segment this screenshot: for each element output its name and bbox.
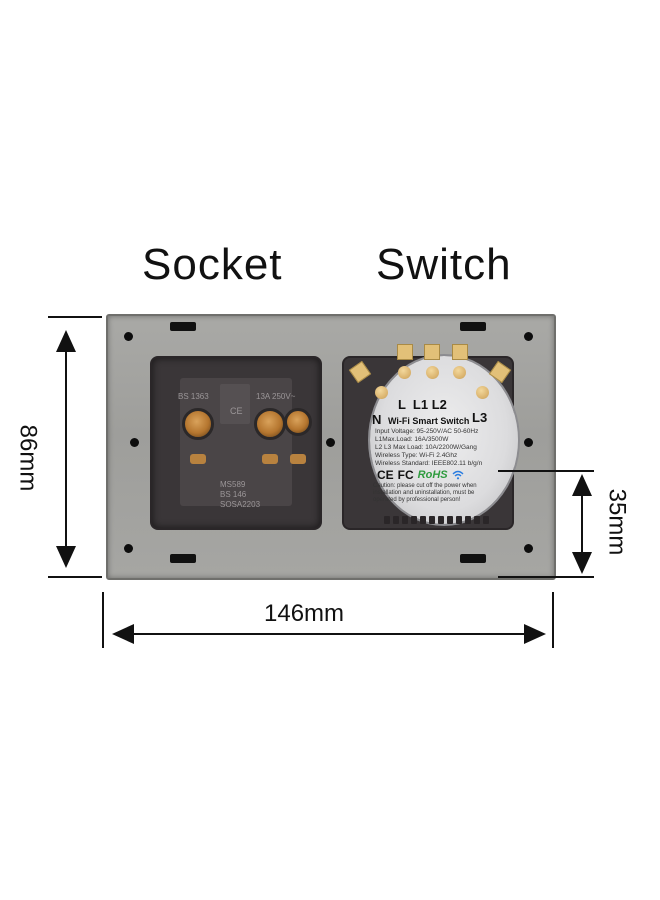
height-dimension-line (65, 346, 67, 546)
switch-spec-line: L2 L3 Max Load: 10A/2200W/Gang (375, 444, 477, 451)
socket-inner-housing (180, 378, 292, 506)
depth-dimension-label: 35mm (603, 488, 631, 556)
arrow-icon (524, 624, 546, 644)
socket-mold-line: BS 146 (220, 490, 247, 499)
width-dimension-line (132, 633, 524, 635)
depth-extension-bottom (498, 576, 594, 578)
plate-slot (460, 322, 486, 331)
screw-hole (124, 332, 133, 341)
switch-spec-line: Input Voltage: 95-250V/AC 50-60Hz (375, 428, 479, 435)
wire-terminal-tab (424, 344, 440, 360)
plate-slot (170, 322, 196, 331)
certification-marks: CE FC RoHS (377, 468, 464, 482)
wire-terminal-post (453, 366, 466, 379)
switch-spec-line: Wireless Type: Wi-Fi 2.4Ghz (375, 452, 458, 459)
terminal-label-l3: L3 (472, 410, 488, 425)
socket-standard-text: BS 1363 (178, 392, 209, 401)
socket-terminal-clamp (190, 454, 206, 464)
screw-hole (130, 438, 139, 447)
terminal-labels-top: L L1 L2 (398, 397, 447, 412)
socket-rating-text: 13A 250V~ (256, 392, 296, 401)
earth-terminal-block (220, 384, 250, 424)
screw-hole (524, 332, 533, 341)
socket-ce-text: CE (230, 406, 243, 416)
wire-terminal-tab (397, 344, 413, 360)
rohs-mark: RoHS (417, 469, 448, 481)
socket-mold-line: SOSA2203 (220, 500, 261, 509)
width-extension-left (102, 592, 104, 648)
terminal-label-n: N (372, 412, 382, 427)
socket-module: BS 1363 13A 250V~ CE MS589 BS 146 SOSA22… (152, 358, 320, 528)
screw-hole (524, 544, 533, 553)
arrow-icon (56, 330, 76, 352)
wire-terminal-post (398, 366, 411, 379)
switch-spec-line: Wireless Standard: IEEE802.11 b/g/n (375, 460, 483, 467)
depth-extension-top (498, 470, 594, 472)
screw-hole (524, 438, 533, 447)
switch-vent-row (384, 516, 489, 524)
plate-slot (460, 554, 486, 563)
height-dimension-label: 86mm (14, 424, 42, 492)
caution-line: Caution: please cut off the power when (373, 483, 477, 489)
switch-spec-line: L1Max.Load: 16A/3500W (375, 436, 449, 443)
ce-mark: CE (377, 468, 394, 482)
caution-line: installation and uninstallation, must be (373, 490, 475, 496)
depth-dimension-line (581, 496, 583, 552)
wire-terminal-post (476, 386, 489, 399)
caution-line: operated by professional person! (373, 497, 461, 503)
socket-terminal-clamp (290, 454, 306, 464)
socket-heading: Socket (142, 240, 283, 289)
wifi-icon (452, 470, 464, 480)
socket-terminal-neutral (284, 408, 312, 436)
arrow-icon (112, 624, 134, 644)
arrow-icon (572, 474, 592, 496)
wire-terminal-post (375, 386, 388, 399)
screw-hole (326, 438, 335, 447)
arrow-icon (56, 546, 76, 568)
switch-label-title: Wi-Fi Smart Switch (388, 416, 470, 426)
switch-label-disc (370, 356, 518, 524)
height-extension-bottom (48, 576, 102, 578)
width-dimension-label: 146mm (264, 600, 345, 627)
screw-hole (124, 544, 133, 553)
socket-terminal-earth (182, 408, 214, 440)
switch-heading: Switch (376, 240, 512, 289)
arrow-icon (572, 552, 592, 574)
height-extension-top (48, 316, 102, 318)
socket-mold-line: MS589 (220, 480, 246, 489)
plate-slot (170, 554, 196, 563)
wire-terminal-post (426, 366, 439, 379)
socket-terminal-live (254, 408, 286, 440)
width-extension-right (552, 592, 554, 648)
wire-terminal-tab (452, 344, 468, 360)
socket-terminal-clamp (262, 454, 278, 464)
fc-mark: FC (397, 468, 414, 482)
